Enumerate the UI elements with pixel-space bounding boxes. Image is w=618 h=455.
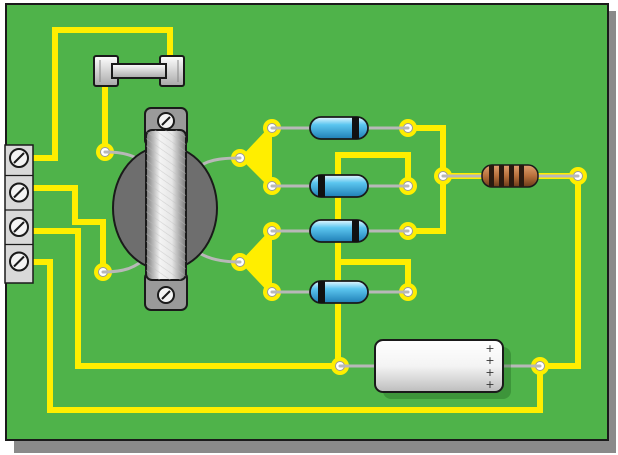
terminal-screw — [9, 182, 29, 203]
terminal-block — [4, 144, 34, 284]
capacitor-plus-2: + — [485, 354, 494, 367]
diode-band — [352, 117, 359, 139]
terminal-screw — [9, 217, 29, 237]
diode-band — [352, 220, 359, 242]
resistor-band — [499, 165, 504, 187]
upper-junction-trace — [240, 124, 272, 190]
copper-traces — [27, 27, 581, 413]
diode-band — [318, 175, 325, 197]
diode — [309, 280, 369, 304]
lower-junction-trace — [240, 228, 272, 296]
resistor-band — [509, 165, 514, 187]
diode — [309, 116, 369, 140]
resistor-band — [489, 165, 494, 187]
diode — [309, 174, 369, 198]
diode-band — [318, 281, 325, 303]
capacitor-plus-4: + — [485, 378, 494, 391]
capacitor-plus-1: + — [485, 342, 494, 355]
capacitor-plus-3: + — [485, 366, 494, 379]
terminal-screw — [9, 148, 29, 168]
resistor-band — [519, 165, 524, 187]
diode — [309, 219, 369, 243]
pads — [94, 119, 587, 375]
transformer — [112, 107, 218, 311]
resistor — [481, 164, 539, 188]
terminal-screw — [9, 251, 29, 272]
fuse-holder — [93, 55, 185, 87]
diodes — [309, 116, 369, 304]
electrolytic-capacitor: + + + + — [374, 339, 511, 399]
